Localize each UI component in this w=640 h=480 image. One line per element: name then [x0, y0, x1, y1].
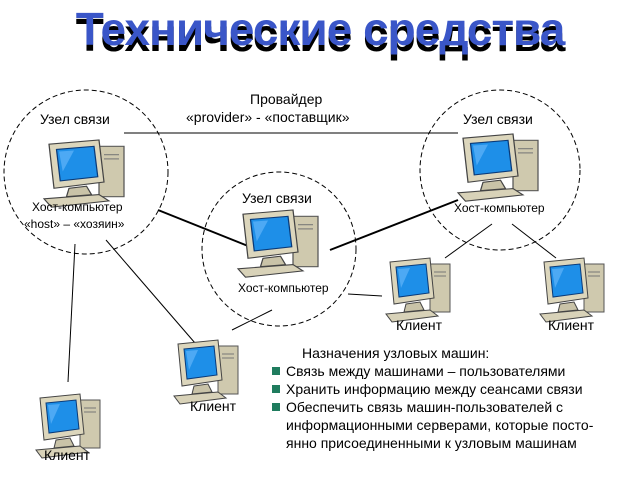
provider-label: Провайдер — [250, 91, 323, 107]
right-host-computer-icon — [457, 133, 539, 202]
left-node-circle — [3, 89, 169, 255]
list-item: Связь между машинами – пользователями — [272, 362, 638, 380]
purpose-block: Назначения узловых машин: Связь между ма… — [272, 344, 638, 452]
client-a-computer-icon — [385, 257, 451, 323]
bullet-square-icon — [272, 367, 280, 375]
bullet-square-icon — [272, 385, 280, 393]
center-node-label: Узел связи — [242, 190, 312, 206]
right-node-circle — [419, 89, 581, 251]
right-node-label: Узел связи — [463, 111, 533, 127]
center-clienta-link — [347, 293, 383, 297]
purpose-item-text: информационными серверами, которые посто… — [286, 417, 594, 433]
bullet-square-icon — [272, 403, 280, 411]
title-text: Технические средства — [75, 3, 566, 55]
list-item-continuation: янно присоединенными к узловым машинам — [272, 434, 638, 452]
client-c-computer-icon — [173, 339, 239, 405]
title-shadow: Технические средства — [75, 9, 566, 61]
right-clientb-link — [511, 223, 557, 259]
left-node-label: Узел связи — [40, 111, 110, 127]
client-b-computer-icon — [539, 257, 605, 323]
list-item: Хранить информацию между сеансами связи — [272, 380, 638, 398]
center-host-label: Хост-компьютер — [238, 281, 329, 295]
right-center-link — [329, 199, 459, 251]
left-host-label: Хост-компьютер — [32, 200, 123, 214]
center-clientc-link — [231, 309, 273, 331]
purpose-item-text: янно присоединенными к узловым машинам — [286, 435, 577, 451]
purpose-item-text: Обеспечить связь машин-пользователей с — [286, 399, 564, 415]
left-host-sublabel: «host» – «хозяин» — [24, 217, 125, 231]
client-a-label: Клиент — [396, 317, 443, 333]
page-title: Технические средства Технические средств… — [0, 2, 640, 72]
left-host-computer-icon — [43, 139, 125, 208]
client-d-label: Клиент — [44, 447, 91, 463]
left-clientd-link — [67, 243, 76, 383]
list-item-continuation: информационными серверами, которые посто… — [272, 416, 638, 434]
right-host-label: Хост-компьютер — [454, 201, 545, 215]
center-host-computer-icon — [237, 209, 319, 278]
client-b-label: Клиент — [548, 317, 595, 333]
left-clientc-link — [105, 239, 196, 344]
client-c-label: Клиент — [190, 398, 237, 414]
purpose-list: Связь между машинами – пользователями Хр… — [272, 362, 638, 452]
provider-subtitle: «provider» - «поставщик» — [186, 109, 350, 125]
left-center-link — [157, 209, 249, 247]
right-clienta-link — [444, 223, 493, 259]
center-node-circle — [201, 171, 357, 327]
purpose-heading: Назначения узловых машин: — [302, 345, 490, 361]
purpose-item-text: Связь между машинами – пользователями — [286, 363, 566, 379]
list-item: Обеспечить связь машин-пользователей с — [272, 398, 638, 416]
purpose-item-text: Хранить информацию между сеансами связи — [286, 381, 583, 397]
